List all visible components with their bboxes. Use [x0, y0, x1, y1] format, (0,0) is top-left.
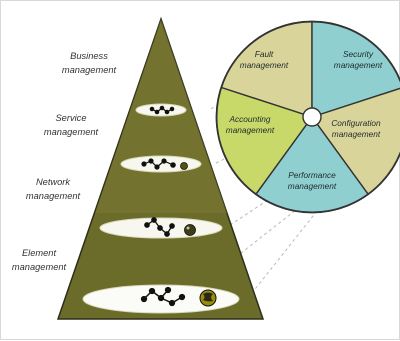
connector-line: [235, 205, 302, 258]
connector-line: [247, 205, 322, 299]
network-node-icon: [149, 105, 175, 115]
network-node-icon: [141, 158, 188, 170]
connector-line: [229, 197, 272, 226]
network-node-icon: [144, 217, 196, 237]
wheel-hub: [302, 107, 322, 127]
wheel-outline: [215, 20, 400, 214]
network-node-icon: [140, 286, 217, 307]
